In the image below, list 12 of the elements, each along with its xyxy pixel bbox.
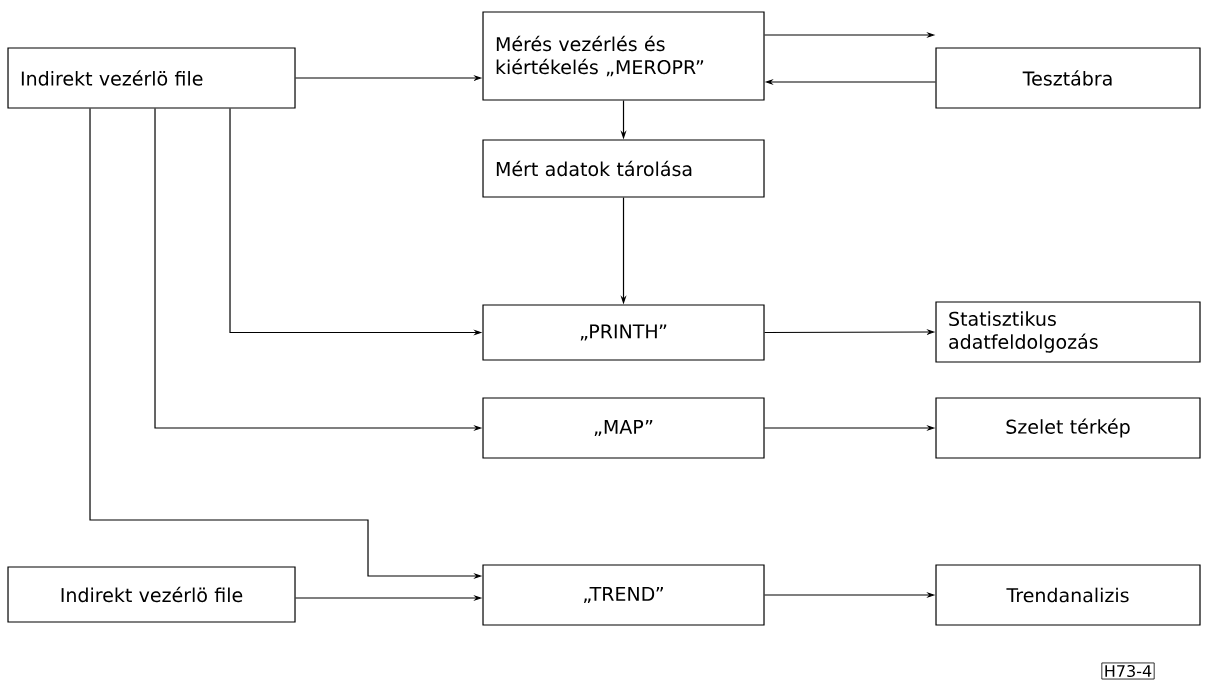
process-box: Trendanalizis	[935, 564, 1201, 626]
process-box: Indirekt vezérlö file	[7, 566, 296, 623]
process-box: „PRINTH”	[482, 304, 765, 361]
process-box: Tesztábra	[935, 47, 1201, 109]
process-box: Mérés vezérlés és kiértékelés „MEROPR”	[482, 11, 765, 101]
process-box: Indirekt vezérlö file	[7, 47, 296, 109]
figure-number: H73-4	[1101, 662, 1155, 680]
process-box: Statisztikus adatfeldolgozás	[935, 301, 1201, 363]
process-box: Mért adatok tárolása	[482, 139, 765, 198]
process-box: Szelet térkép	[935, 397, 1201, 459]
process-box: „MAP”	[482, 397, 765, 459]
process-box: „TREND”	[482, 564, 765, 626]
